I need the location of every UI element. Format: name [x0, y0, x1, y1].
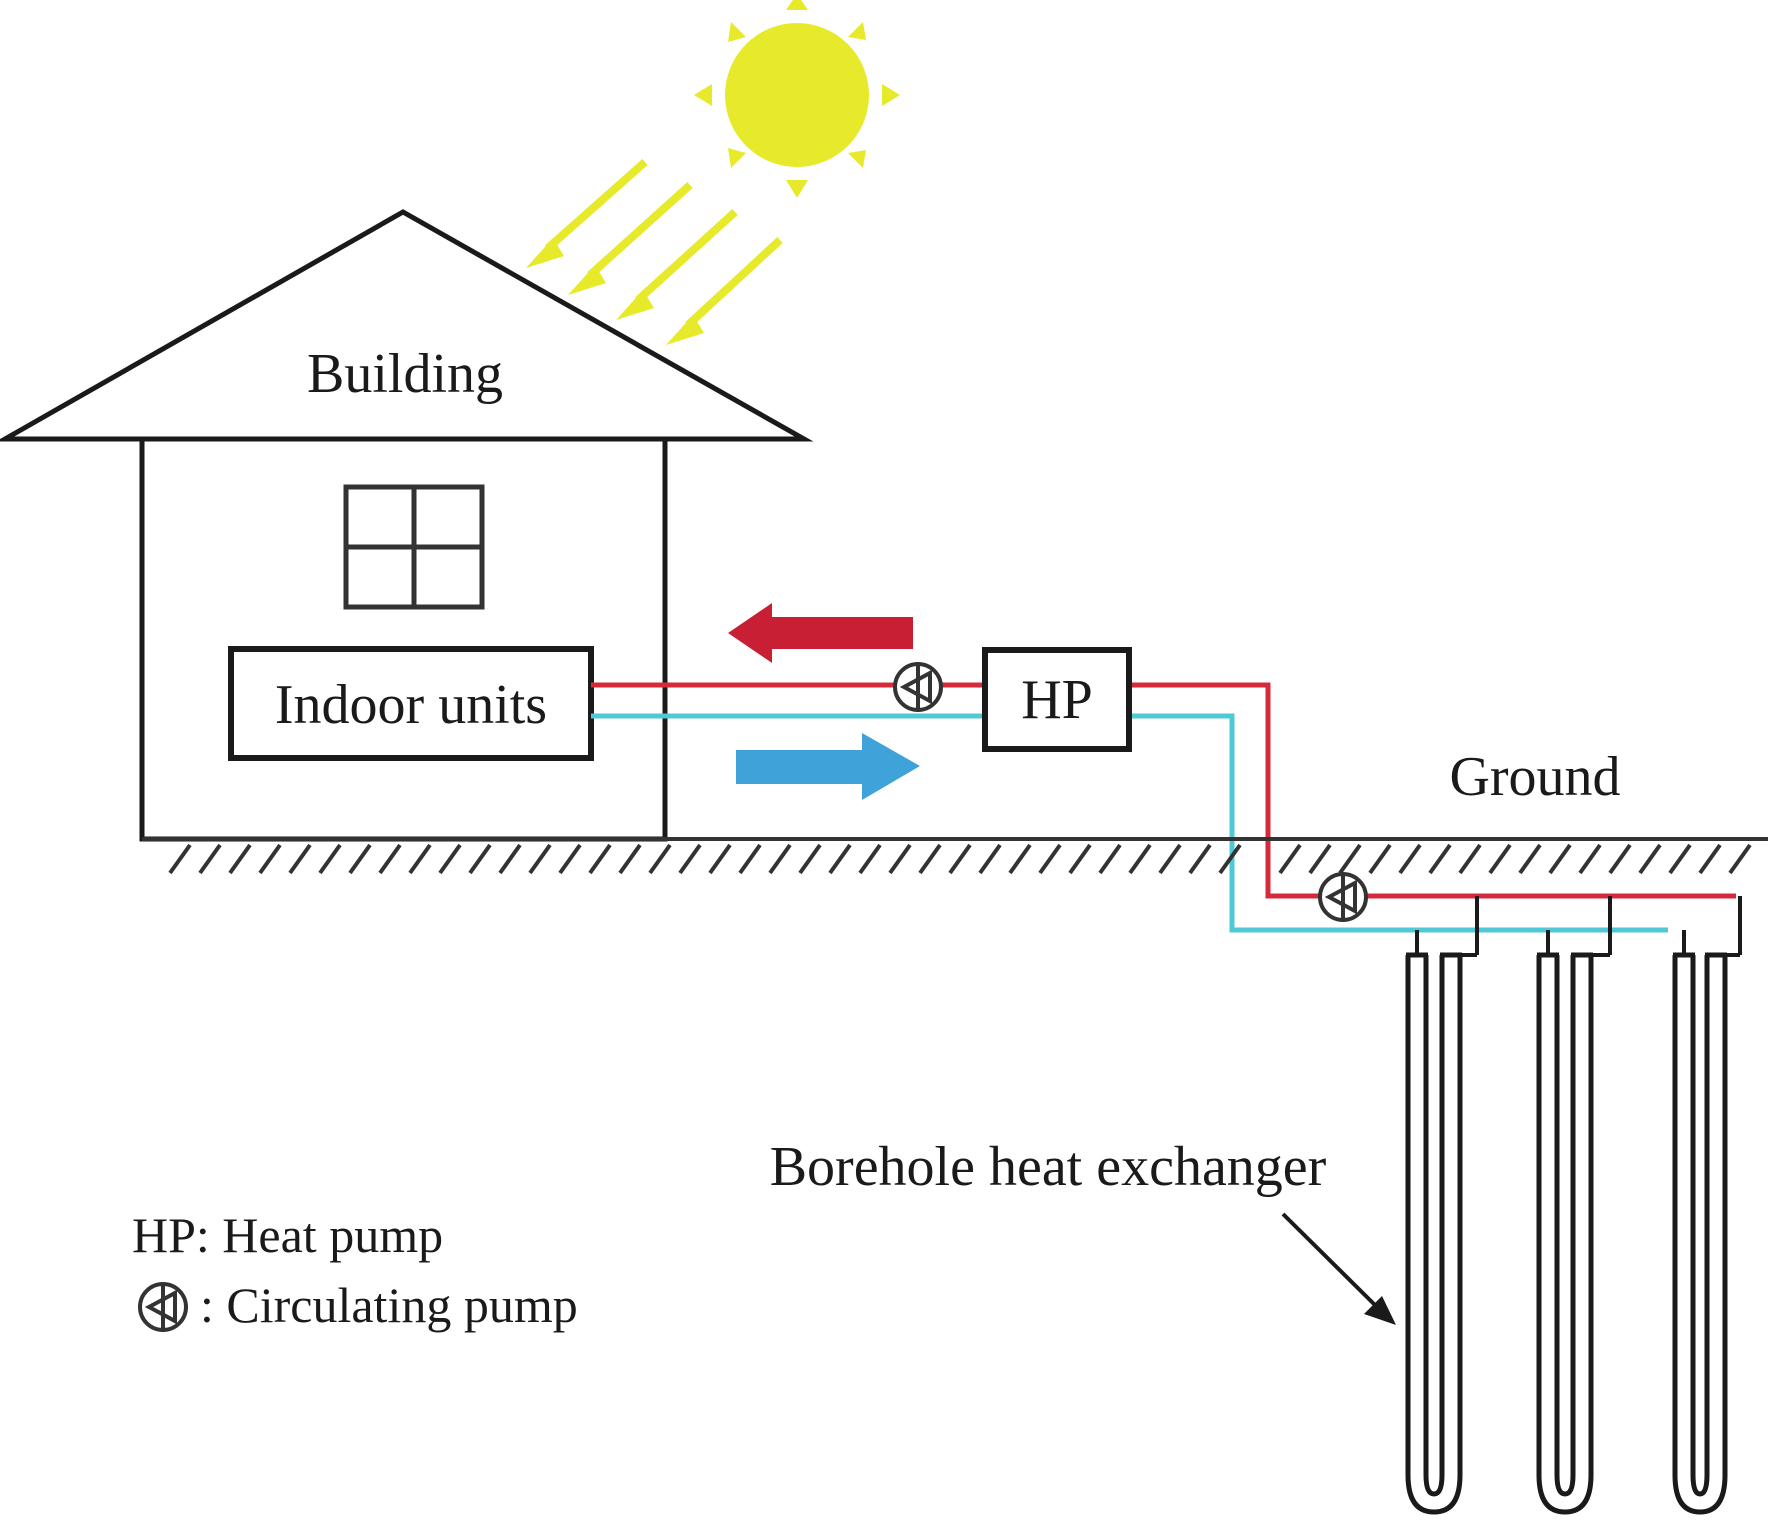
sun-rays [526, 159, 783, 345]
window-icon [343, 484, 485, 610]
legend-pump-icon [138, 1282, 188, 1332]
indoor-units-label: Indoor units [275, 674, 547, 736]
building-label: Building [307, 343, 503, 405]
legend-hp-text: HP: Heat pump [132, 1207, 443, 1263]
borehole-connectors [1415, 896, 1742, 957]
borehole-pointer-arrow [1281, 1212, 1396, 1325]
sun-icon [694, 0, 900, 198]
ground-circulating-pump-icon [1318, 872, 1368, 922]
circulating-pump-icon [893, 662, 943, 712]
heat-pump-box [982, 647, 1132, 752]
cold-flow-arrow [736, 733, 920, 800]
borehole-heat-exchanger [1405, 952, 1728, 1515]
cold-pipe [591, 713, 1668, 933]
building-wall [139, 436, 668, 842]
borehole-loop-1 [1405, 955, 1463, 1515]
ground-surface [142, 837, 1768, 875]
borehole-loop-3 [1672, 955, 1728, 1515]
legend-pump-text: : Circulating pump [200, 1277, 578, 1333]
borehole-label: Borehole heat exchanger [770, 1136, 1327, 1198]
heat-pump-label: HP [1021, 669, 1093, 731]
borehole-loop-2 [1536, 955, 1594, 1515]
ground-label: Ground [1449, 746, 1620, 808]
hot-flow-arrow [728, 603, 913, 663]
indoor-units-box [228, 646, 594, 761]
